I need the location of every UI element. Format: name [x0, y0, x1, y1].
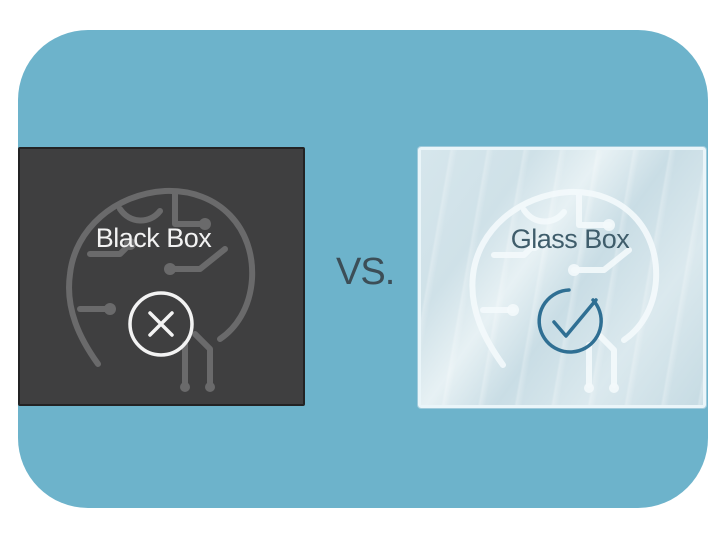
glass-box-card: Glass Box [418, 147, 706, 408]
brain-circuit-icon [66, 187, 256, 392]
brain-circuit-icon [469, 188, 660, 393]
comparison-panel: Black Box VS. [18, 30, 708, 508]
black-box-card: Black Box [18, 147, 305, 406]
glass-box-label: Glass Box [510, 224, 630, 254]
black-box-label: Black Box [95, 223, 212, 253]
versus-text: VS. [336, 251, 395, 293]
x-circle-icon [128, 291, 194, 357]
check-circle-icon [537, 288, 603, 354]
